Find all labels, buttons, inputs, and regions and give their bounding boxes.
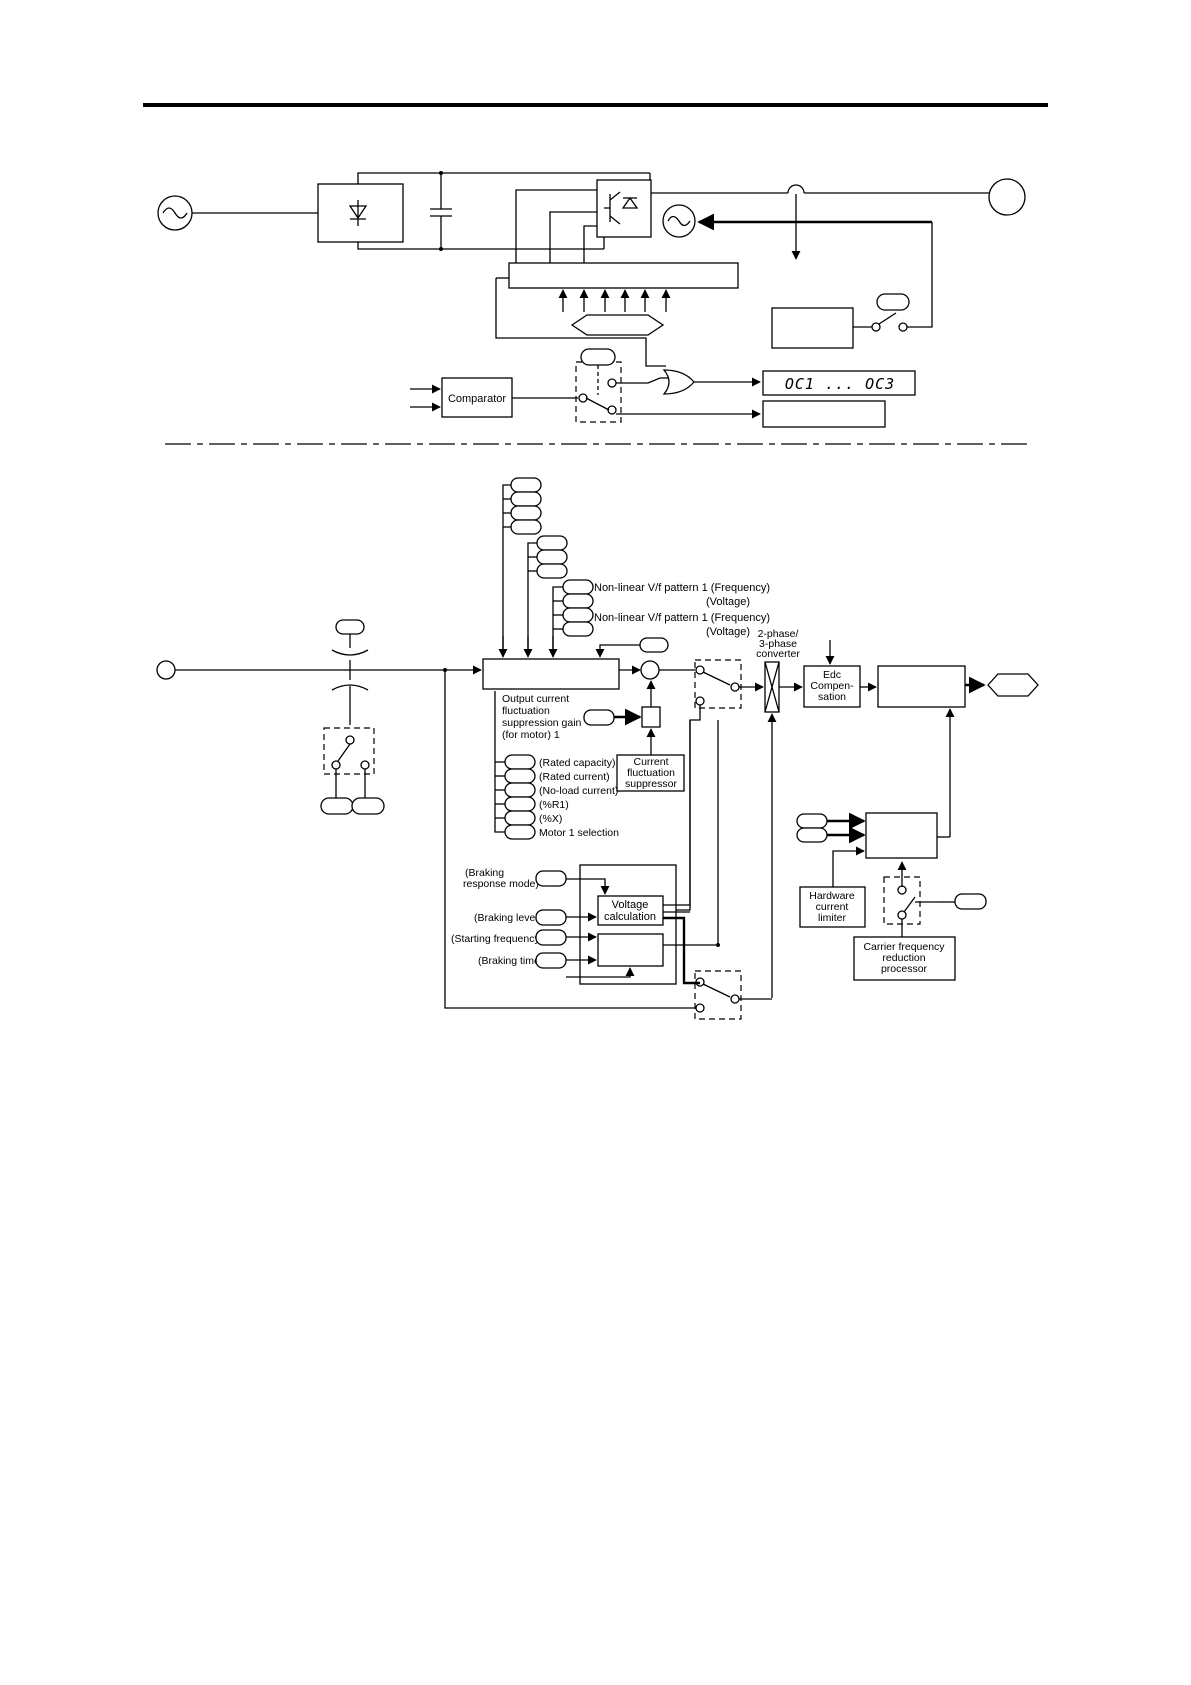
control-circuit: Non-linear V/f pattern 1 (Frequency) (Vo…: [156, 477, 1039, 1020]
alarm-display: [762, 370, 916, 396]
comparator-label: Comparator: [448, 393, 506, 405]
hardware-limiter-label-0: Hardware: [809, 890, 855, 902]
gate-drive-bus: [508, 262, 739, 289]
suppressor-label-0: Current: [633, 756, 668, 768]
voltage-calculation-box: [597, 895, 664, 926]
igbt-icon: [604, 191, 621, 225]
motor-parameter-ovals: [494, 691, 536, 840]
edc-compensation-box: [803, 665, 861, 708]
phase-converter-label-1: 3-phase: [759, 638, 797, 650]
vf-pattern-frequency-label: Non-linear V/f pattern 1 (Frequency): [594, 582, 770, 594]
motor-param-label-0: (Rated capacity): [539, 757, 615, 769]
carrier-label-0: Carrier frequency: [863, 941, 945, 953]
pwm-arrows: [558, 289, 671, 312]
fluctuation-gain-label-0: Output current: [502, 693, 569, 705]
starting-frequency-label: (Starting frequency): [451, 933, 543, 945]
edc-label-1: Compen-: [810, 680, 854, 692]
protection-block: [771, 307, 854, 349]
pwm-bus-hexagon: [570, 314, 665, 336]
gate-output-hexagon: [987, 673, 1039, 697]
current-limit-code-oval-2: [796, 827, 828, 843]
starting-frequency-oval: [535, 929, 567, 946]
input-terminal: [156, 660, 176, 680]
function-code-oval-top: [639, 637, 669, 653]
switch-code-oval: [580, 348, 616, 366]
braking-response-label-1: response mode): [463, 878, 539, 890]
limiter-code-oval: [335, 619, 365, 635]
suppressor-label-2: suppressor: [625, 778, 677, 790]
vf-pattern-voltage-label: (Voltage): [706, 596, 750, 608]
rectifier-box: [317, 183, 404, 243]
carrier-frequency-reduction-box: [853, 936, 956, 981]
vf-parameter-ovals: [502, 477, 594, 654]
vf-pattern2-frequency-label: Non-linear V/f pattern 1 (Frequency): [594, 612, 770, 624]
braking-level-label: (Braking level): [474, 912, 541, 924]
carrier-label-1: reduction: [882, 952, 925, 964]
limiter-code-oval-a: [320, 797, 354, 815]
voltage-calc-label-1: calculation: [604, 911, 656, 923]
summing-junction: [640, 660, 660, 680]
edc-label-0: Edc: [823, 669, 841, 681]
current-limit-block: [865, 812, 938, 859]
pwm-block: [877, 665, 966, 708]
freewheel-diode-icon: [621, 196, 639, 209]
motor-param-label-1: (Rated current): [539, 771, 610, 783]
rectifier-diode-icon: [348, 200, 368, 226]
vf-pattern2-voltage-label: (Voltage): [706, 626, 750, 638]
hardware-limiter-label-2: limiter: [818, 912, 847, 924]
gain-multiplier-box: [641, 706, 661, 728]
limiter-switch-dashed-box: [323, 727, 375, 775]
output-block: [762, 400, 886, 428]
current-limit-code-oval-1: [796, 813, 828, 829]
braking-response-oval: [535, 870, 567, 887]
braking-time-oval: [535, 952, 567, 969]
or-gate-icon: [662, 369, 695, 395]
carrier-code-oval: [954, 893, 987, 910]
braking-time-label: (Braking time): [478, 955, 543, 967]
current-fluctuation-suppressor-box: [616, 754, 685, 792]
fluctuation-gain-label-2: suppression gain: [502, 717, 582, 729]
fluctuation-gain-label-3: (for motor) 1: [502, 729, 560, 741]
phase-converter-label-0: 2-phase/: [758, 628, 799, 640]
motor-param-label-2: (No-load current): [539, 785, 618, 797]
power-circuit: Comparator OC1 ... OC3: [157, 171, 1026, 428]
braking-response-label-0: (Braking: [465, 867, 504, 879]
alarm-code: OC1 ... OC3: [785, 375, 895, 393]
fluctuation-gain-label-1: fluctuation: [502, 705, 550, 717]
hardware-current-limiter-box: [799, 886, 866, 928]
hardware-limiter-label-1: current: [816, 901, 849, 913]
motor-param-label-5: Motor 1 selection: [539, 827, 619, 839]
limiter-code-oval-b: [351, 797, 385, 815]
voltage-calc-label-0: Voltage: [612, 899, 649, 911]
edc-label-2: sation: [818, 691, 846, 703]
function-code-oval: [876, 293, 910, 311]
phase-converter-label-2: converter: [756, 648, 800, 660]
carrier-label-2: processor: [881, 963, 928, 975]
gain-code-oval: [583, 709, 615, 726]
braking-level-oval: [535, 909, 567, 926]
current-sensor-icon: [662, 204, 696, 238]
motor-param-label-3: (%R1): [539, 799, 569, 811]
suppressor-label-1: fluctuation: [627, 767, 675, 779]
motor-icon: [988, 178, 1026, 216]
braking-timer-box: [597, 933, 664, 967]
vf-switch-dashed-box: [694, 659, 742, 709]
motor-param-label-4: (%X): [539, 813, 562, 825]
vf-block: [482, 658, 620, 690]
braking-switch-dashed-box: [694, 970, 742, 1020]
